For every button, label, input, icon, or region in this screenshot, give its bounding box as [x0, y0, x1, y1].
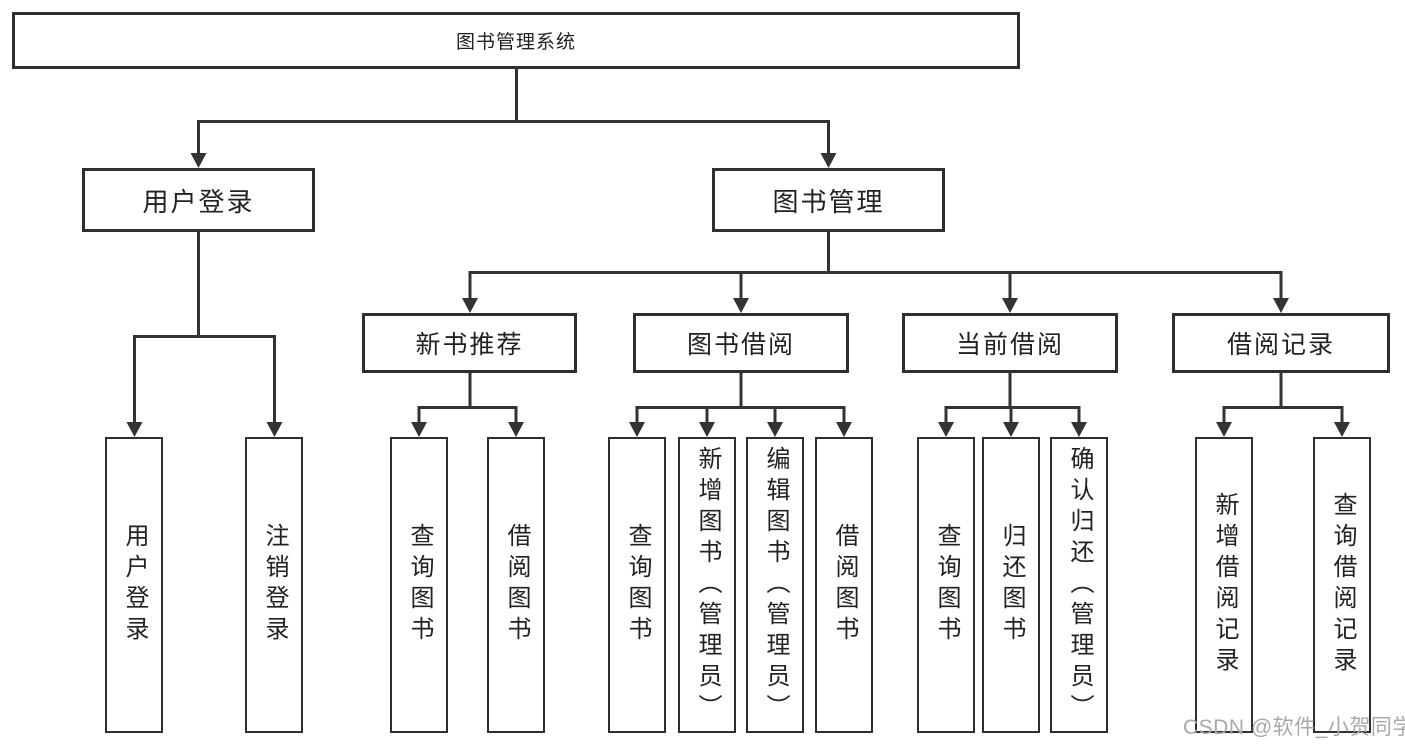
node-book-management: 图书管理: [712, 168, 945, 232]
node-label: 归还图书: [998, 523, 1025, 647]
node-label: 当前借阅: [955, 331, 1064, 359]
connector-lines: [133, 68, 1344, 424]
leaf-edit-books-admin: 编辑图书（管理员）: [746, 437, 804, 733]
node-label: 用户登录: [121, 523, 148, 647]
leaf-query-books-2: 查询图书: [608, 437, 666, 733]
leaf-user-login: 用户登录: [105, 437, 163, 733]
node-label: 借阅图书: [503, 523, 530, 647]
node-label: 图书管理系统: [455, 32, 576, 53]
node-borrowing-records: 借阅记录: [1172, 313, 1390, 373]
leaf-query-books-3: 查询图书: [917, 437, 975, 733]
leaf-query-borrow-record: 查询借阅记录: [1313, 437, 1371, 733]
node-current-borrowing: 当前借阅: [902, 313, 1118, 373]
node-label: 图书管理: [772, 186, 885, 217]
node-book-borrowing: 图书借阅: [633, 313, 849, 373]
node-label: 新书推荐: [415, 331, 524, 359]
leaf-add-books-admin: 新增图书（管理员）: [678, 437, 736, 733]
node-label: 确认归还（管理员）: [1066, 445, 1093, 725]
leaf-confirm-return-admin: 确认归还（管理员）: [1050, 437, 1108, 733]
node-label: 用户登录: [142, 186, 255, 217]
node-label: 查询图书: [933, 523, 960, 647]
leaf-borrow-books-1: 借阅图书: [487, 437, 545, 733]
node-label: 编辑图书（管理员）: [762, 445, 789, 725]
node-label: 查询图书: [624, 523, 651, 647]
leaf-query-books-1: 查询图书: [390, 437, 448, 733]
node-label: 图书借阅: [686, 331, 795, 359]
node-user-login: 用户登录: [82, 168, 315, 232]
node-label: 注销登录: [261, 523, 288, 647]
node-label: 新增借阅记录: [1211, 492, 1238, 678]
node-label: 借阅记录: [1226, 331, 1335, 359]
leaf-add-borrow-record: 新增借阅记录: [1195, 437, 1253, 733]
node-label: 查询借阅记录: [1329, 492, 1356, 678]
node-label: 借阅图书: [831, 523, 858, 647]
leaf-borrow-books-2: 借阅图书: [815, 437, 873, 733]
leaf-return-books: 归还图书: [982, 437, 1040, 733]
csdn-watermark: CSDN @软件_小贺同学: [1183, 716, 1405, 739]
node-label: 新增图书（管理员）: [694, 445, 721, 725]
node-library-management-system: 图书管理系统: [12, 12, 1020, 69]
leaf-logout: 注销登录: [245, 437, 303, 733]
node-new-book-recommendation: 新书推荐: [362, 313, 577, 373]
node-label: 查询图书: [406, 523, 433, 647]
